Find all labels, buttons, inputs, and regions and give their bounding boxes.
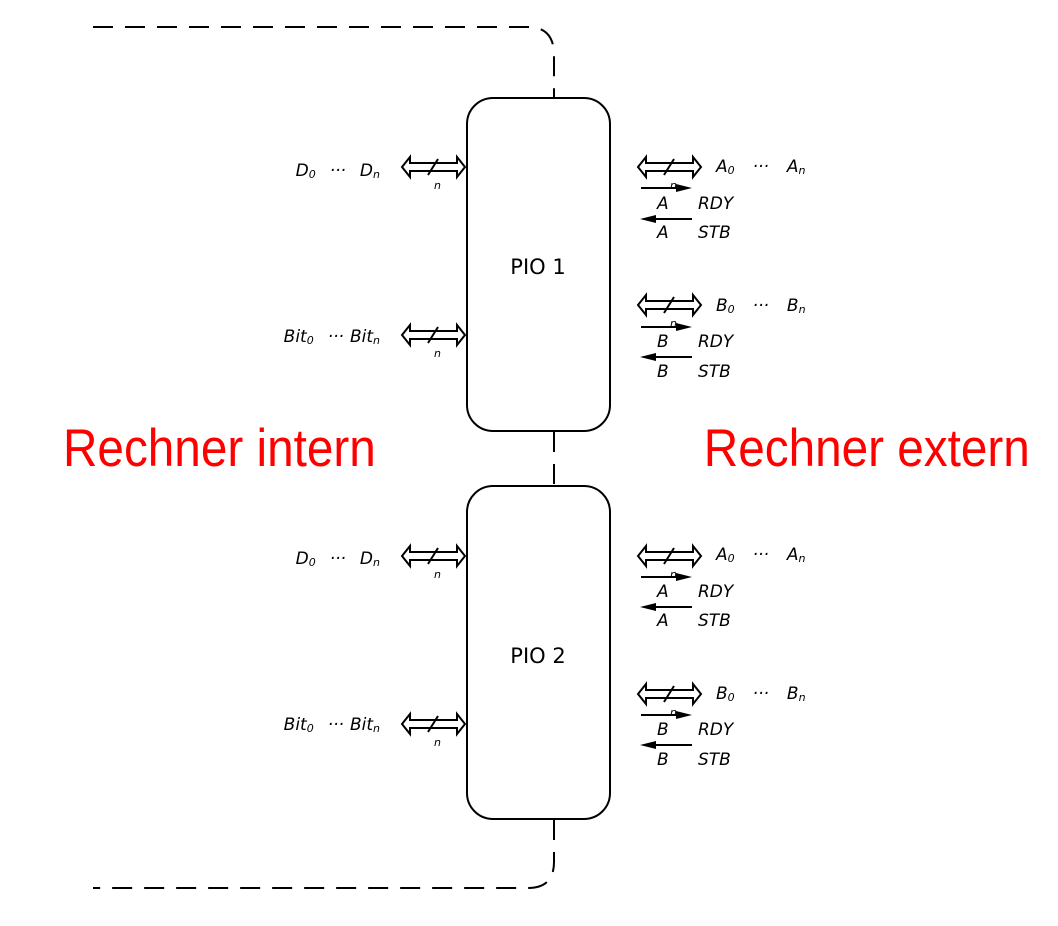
region-label-extern: Rechner extern [704, 418, 1030, 478]
pio-2-port-b-stb-name: B [657, 750, 669, 770]
pio-1-port-a-rdy-label: RDY [698, 194, 735, 214]
pio-2-port-a-bus-arrow: n [636, 543, 703, 581]
system-boundary-bottom [93, 820, 555, 889]
pio-1-port-b-stb-name: B [657, 362, 669, 382]
pio-2-port-bit-bus-arrow: n [400, 711, 467, 749]
svg-text:n: n [670, 568, 677, 581]
pio-1-port-a-rdy-name: A [656, 194, 669, 214]
pio-1-port-a-stb-label: STB [698, 223, 731, 243]
pio-1-port-a-bus-arrow: n [636, 154, 703, 192]
pio-1-port-b-rdy-name: B [657, 332, 669, 352]
svg-text:n: n [434, 736, 441, 749]
pio-1-label: PIO 1 [510, 255, 565, 279]
pio-2-port-d-bus-arrow: n [400, 543, 467, 581]
svg-text:n: n [670, 317, 677, 330]
pio-1-port-b-rdy-label: RDY [698, 332, 735, 352]
pio-2-label: PIO 2 [510, 644, 565, 668]
pio-1-port-bit-label: Bit0···Bitn [284, 327, 380, 347]
pio-1-port-b-bus-arrow: n [636, 292, 703, 330]
pio-1-port-d-label: D0···Dn [296, 161, 380, 181]
pio-2-port-b-rdy-arrow [641, 711, 692, 719]
pio-2-port-a-rdy-arrow [641, 573, 692, 581]
pio-2-port-a-stb-arrow [640, 603, 692, 611]
region-label-intern: Rechner intern [63, 418, 376, 478]
svg-text:n: n [434, 179, 441, 192]
pio-2-port-a-stb-label: STB [698, 611, 731, 631]
pio-block-2: PIO 2 D0···Dn n Bit0···Bitn n n A0···An [284, 485, 806, 820]
system-boundary-top [93, 26, 555, 97]
pio-2-port-bit-label: Bit0···Bitn [284, 715, 380, 735]
svg-text:n: n [670, 706, 677, 719]
pio-1-box [466, 97, 611, 432]
svg-text:n: n [434, 568, 441, 581]
pio-1-port-a-label: A0···An [715, 157, 806, 177]
pio-1-port-b-label: B0···Bn [716, 296, 806, 316]
pio-2-port-b-bus-arrow: n [636, 681, 703, 719]
pio-2-box [466, 485, 611, 820]
pio-2-port-b-label: B0···Bn [716, 684, 806, 704]
pio-2-port-b-stb-label: STB [698, 750, 731, 770]
pio-2-port-b-rdy-name: B [657, 720, 669, 740]
pio-1-port-b-stb-label: STB [698, 362, 731, 382]
pio-1-port-a-stb-arrow [640, 215, 692, 223]
pio-2-port-a-rdy-label: RDY [698, 582, 735, 602]
pio-1-port-bit-bus-arrow: n [400, 322, 467, 360]
pio-1-port-b-rdy-arrow [641, 323, 692, 331]
svg-text:n: n [670, 179, 677, 192]
pio-2-port-a-stb-name: A [656, 611, 669, 631]
svg-text:n: n [434, 347, 441, 360]
pio-2-port-d-label: D0···Dn [296, 549, 380, 569]
pio-block-1: PIO 1 D0···Dn n Bit0···Bitn n n A0···An [284, 97, 806, 432]
pio-2-port-b-rdy-label: RDY [698, 720, 735, 740]
pio-2-port-b-stb-arrow [640, 741, 692, 749]
pio-1-port-d-bus-arrow: n [400, 154, 467, 192]
pio-1-port-a-stb-name: A [656, 223, 669, 243]
pio-2-port-a-rdy-name: A [656, 582, 669, 602]
pio-1-port-a-rdy-arrow [641, 184, 692, 192]
pio-2-port-a-label: A0···An [715, 545, 806, 565]
pio-1-port-b-stb-arrow [640, 353, 692, 361]
